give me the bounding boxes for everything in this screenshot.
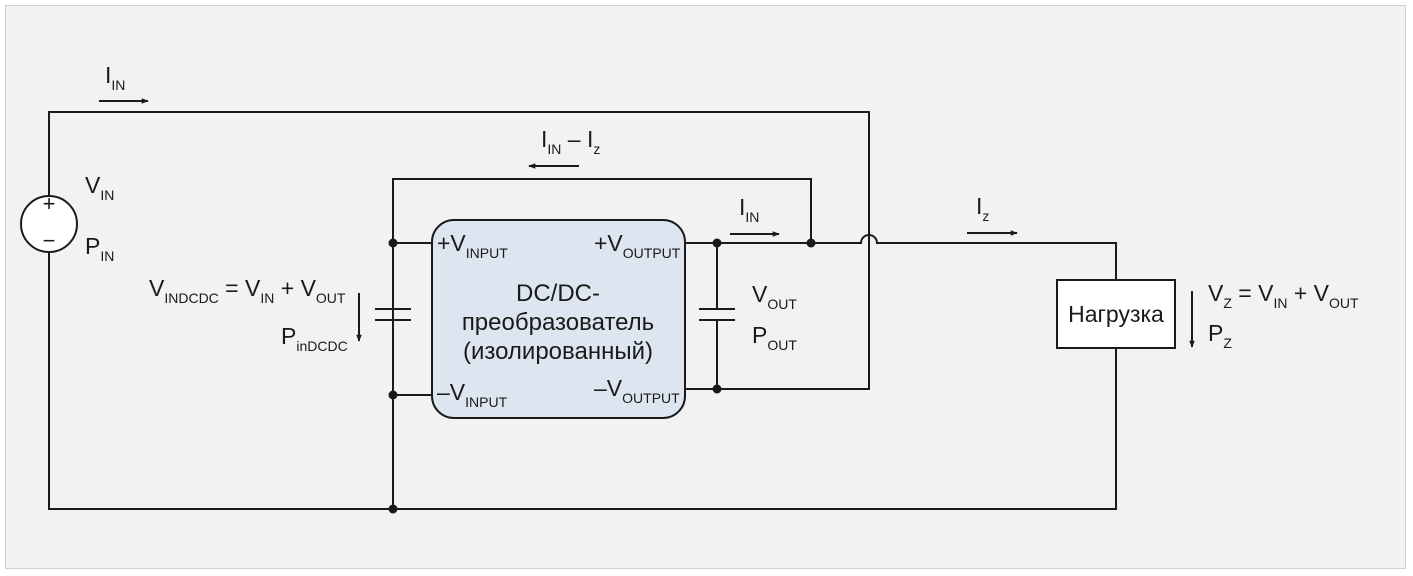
junction-dot: [388, 238, 398, 248]
junction-dot: [712, 238, 722, 248]
junction-dot: [388, 390, 398, 400]
pin-vout-plus: +VOUTPUT: [594, 230, 681, 261]
junction-dot: [806, 238, 816, 248]
wire-bottom-rail: [48, 251, 1117, 510]
pin-vout-minus: –VOUTPUT: [594, 375, 680, 406]
source-plus-sign: +: [43, 191, 56, 216]
junction-dot: [712, 384, 722, 394]
dcdc-converter-block: [431, 219, 686, 419]
pin-vin-minus: –VINPUT: [437, 379, 508, 410]
load-power-label: PZ: [1208, 320, 1232, 351]
voltage-source-circle: [20, 195, 78, 253]
wires: [48, 111, 1117, 510]
output-voltage-label: VOUT: [752, 281, 797, 312]
current-label-iin-output: IIN: [739, 194, 759, 225]
load-label: Нагрузка: [1068, 301, 1164, 327]
load-voltage-equation: VZ = VIN + VOUT: [1208, 280, 1359, 311]
current-label-iin-top: IIN: [105, 62, 125, 93]
junction-dots: [388, 238, 816, 514]
wire-input-top: [48, 111, 870, 390]
circuit-schematic: + − VIN PIN IIN IIN – Iz IIN Iz VINDCDC …: [20, 62, 1359, 514]
input-voltage-equation: VINDCDC = VIN + VOUT: [149, 275, 346, 306]
load-block: [1056, 279, 1176, 349]
output-power-label: POUT: [752, 322, 797, 353]
source-minus-sign: −: [43, 228, 56, 253]
converter-title-line1: DC/DC-: [516, 280, 600, 307]
wire-return-loop: [392, 178, 812, 509]
junction-dot: [388, 504, 398, 514]
voltage-source: + −: [20, 191, 78, 253]
current-label-difference: IIN – Iz: [541, 126, 600, 157]
wire-vout-plus: [684, 234, 1117, 280]
diagram-frame: + − VIN PIN IIN IIN – Iz IIN Iz VINDCDC …: [5, 5, 1406, 569]
converter-title-line3: (изолированный): [463, 338, 653, 365]
input-power-label: PinDCDC: [281, 323, 348, 354]
converter-title-line2: преобразователь: [462, 309, 654, 336]
pin-vin-plus: +VINPUT: [437, 230, 508, 261]
source-power-label: PIN: [85, 233, 114, 264]
current-label-iz: Iz: [976, 193, 989, 224]
source-voltage-label: VIN: [85, 172, 114, 203]
